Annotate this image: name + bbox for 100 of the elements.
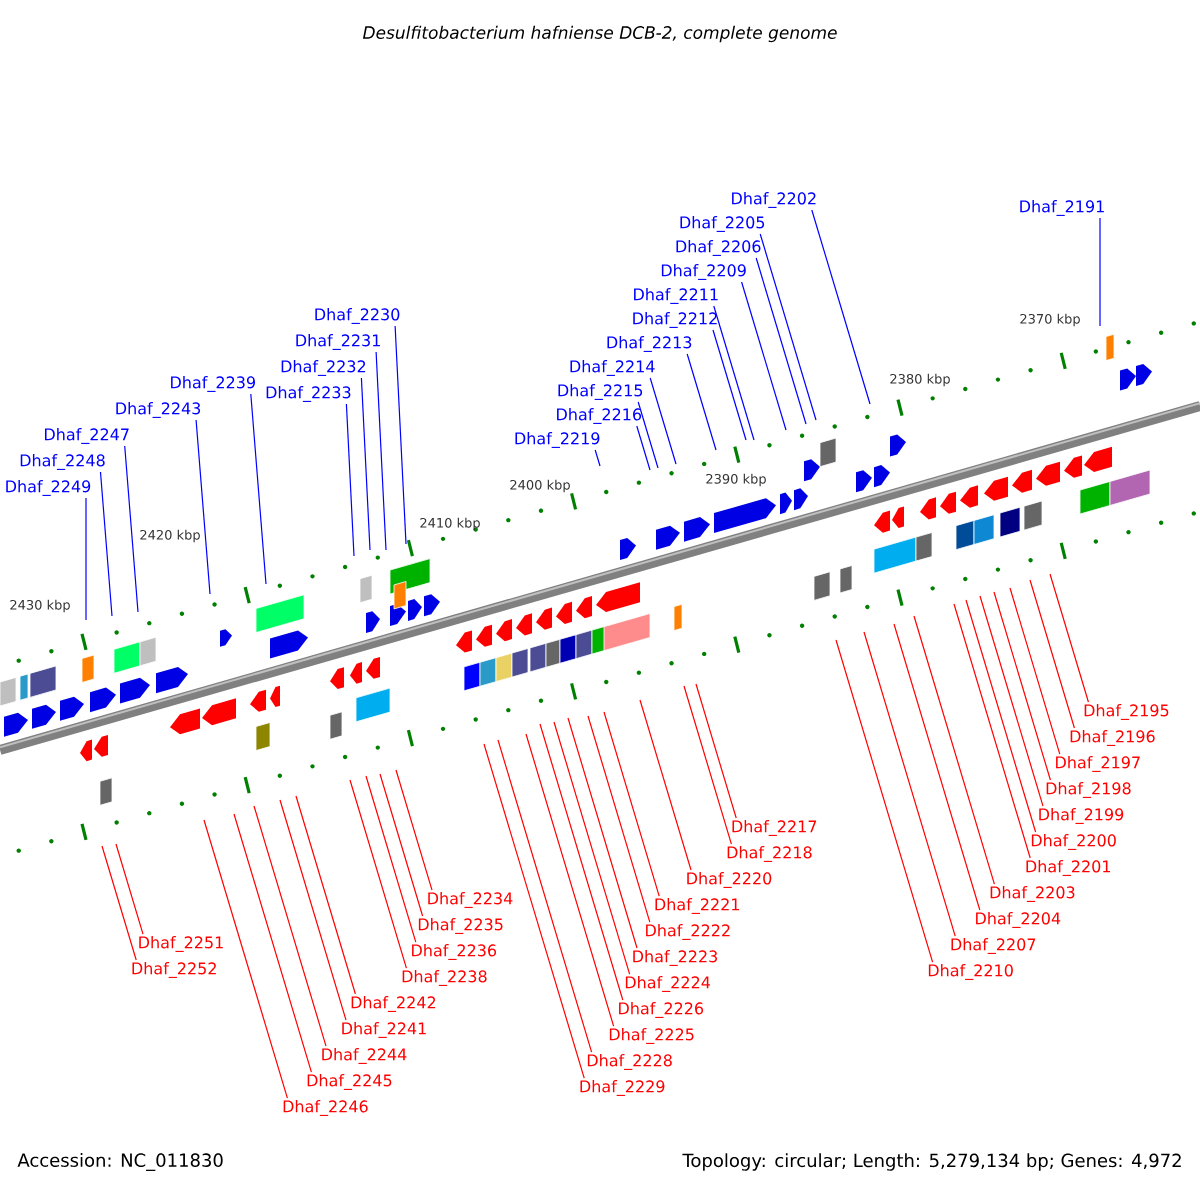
leader-line: [1049, 573, 1089, 703]
gene-label: Dhaf_2220: [687, 872, 772, 888]
gene-label: Dhaf_2249: [6, 480, 91, 496]
gene-label: Dhaf_2213: [607, 336, 692, 352]
leader-line: [345, 403, 355, 557]
gene-label: Dhaf_2209: [661, 264, 746, 280]
gene-label: Dhaf_2223: [633, 950, 718, 966]
leader-line: [755, 257, 807, 425]
gene-label: Dhaf_2244: [322, 1048, 407, 1064]
leader-line: [965, 599, 1037, 833]
leader-line: [395, 769, 433, 891]
leader-line: [539, 723, 624, 1001]
gene-label: Dhaf_2245: [307, 1074, 392, 1090]
leader-line: [1029, 579, 1075, 729]
leader-line: [85, 497, 87, 621]
gene-label: Dhaf_2252: [132, 962, 216, 978]
leader-line: [594, 449, 601, 467]
leader-line: [497, 739, 593, 1053]
gene-label: Dhaf_2226: [619, 1002, 704, 1018]
leader-line: [279, 799, 347, 1021]
leader-line: [1099, 217, 1101, 327]
gene-label: Dhaf_2198: [1046, 782, 1131, 798]
leader-line: [639, 699, 692, 871]
leader-line: [637, 401, 659, 469]
leader-line: [483, 743, 585, 1079]
leader-line: [686, 353, 717, 451]
leader-line: [525, 733, 615, 1027]
gene-label: Dhaf_2216: [557, 408, 642, 424]
gene-label: Dhaf_2218: [727, 846, 812, 862]
gene-label: Dhaf_2239: [171, 376, 255, 392]
leader-line: [195, 419, 211, 595]
gene-label: Dhaf_2214: [570, 360, 655, 376]
leader-line: [741, 281, 787, 431]
leader-line: [979, 595, 1044, 807]
gene-label: Dhaf_2219: [515, 432, 600, 448]
leader-line: [99, 471, 113, 617]
leader-line: [253, 805, 327, 1047]
leader-line: [553, 721, 631, 975]
leader-line: [115, 843, 144, 935]
leader-line: [759, 233, 817, 421]
leader-line: [375, 351, 387, 551]
gene-label: Dhaf_2242: [351, 996, 436, 1012]
leader-line: [394, 325, 407, 545]
leader-line: [349, 779, 407, 969]
gene-label: Dhaf_2243: [116, 402, 201, 418]
leader-line: [360, 377, 371, 551]
gene-label: Dhaf_2251: [139, 936, 223, 952]
gene-label: Dhaf_2202: [732, 192, 816, 208]
gene-label: Dhaf_2231: [296, 334, 380, 350]
leader-line: [953, 603, 1031, 859]
gene-label: Dhaf_2228: [587, 1054, 672, 1070]
leader-line: [203, 819, 288, 1099]
gene-label: Dhaf_2248: [20, 454, 105, 470]
accession-text: Accession: NC_011830: [17, 1153, 223, 1171]
gene-label: Dhaf_2203: [990, 886, 1075, 902]
leader-line: [124, 445, 139, 613]
gene-label: Dhaf_2225: [609, 1028, 694, 1044]
gene-label: Dhaf_2207: [951, 938, 1036, 954]
leader-line: [713, 305, 755, 441]
leader-line: [863, 631, 956, 937]
leader-line: [913, 615, 995, 885]
gene-label: Dhaf_2236: [412, 944, 497, 960]
gene-label: Dhaf_2233: [266, 386, 351, 402]
leader-line: [993, 591, 1051, 781]
gene-label: Dhaf_2241: [342, 1022, 426, 1038]
gene-label: Dhaf_2195: [1084, 704, 1169, 720]
leader-line: [250, 393, 267, 585]
gene-label: Dhaf_2247: [45, 428, 129, 444]
gene-label: Dhaf_2199: [1039, 808, 1124, 824]
gene-label: Dhaf_2221: [655, 898, 739, 914]
gene-label: Dhaf_2197: [1056, 756, 1140, 772]
genome-info-text: Topology: circular; Length: 5,279,134 bp; Genes: 4,972: [682, 1153, 1181, 1171]
gene-label: Dhaf_2211: [634, 288, 718, 304]
gene-label: Dhaf_2234: [428, 892, 513, 908]
title: Desulfitobacterium hafniense DCB-2, complete genome: [362, 25, 837, 43]
leader-line: [712, 329, 747, 441]
gene-label: Dhaf_2230: [315, 308, 400, 324]
gene-label: Dhaf_2204: [976, 912, 1061, 928]
gene-label: Dhaf_2200: [1031, 834, 1116, 850]
gene-label: Dhaf_2222: [646, 924, 730, 940]
gene-label: Dhaf_2191: [1020, 200, 1104, 216]
leader-line: [587, 715, 651, 923]
gene-label: Dhaf_2201: [1026, 860, 1110, 876]
gene-label: Dhaf_2217: [732, 820, 817, 836]
gene-label: Dhaf_2215: [558, 384, 643, 400]
gene-label: Dhaf_2205: [680, 216, 765, 232]
gene-label: Dhaf_2224: [625, 976, 710, 992]
gene-label: Dhaf_2238: [402, 970, 487, 986]
leader-line: [295, 795, 356, 995]
leader-line: [567, 717, 638, 949]
gene-label: Dhaf_2235: [418, 918, 503, 934]
gene-label: Dhaf_2206: [676, 240, 761, 256]
leader-line: [893, 623, 981, 911]
gene-label: Dhaf_2229: [580, 1080, 665, 1096]
gene-label: Dhaf_2210: [928, 964, 1013, 980]
leader-line: [101, 845, 137, 961]
leader-line: [1009, 587, 1061, 755]
leader-line: [683, 685, 732, 845]
leader-line: [811, 209, 871, 405]
gene-label: Dhaf_2212: [633, 312, 717, 328]
